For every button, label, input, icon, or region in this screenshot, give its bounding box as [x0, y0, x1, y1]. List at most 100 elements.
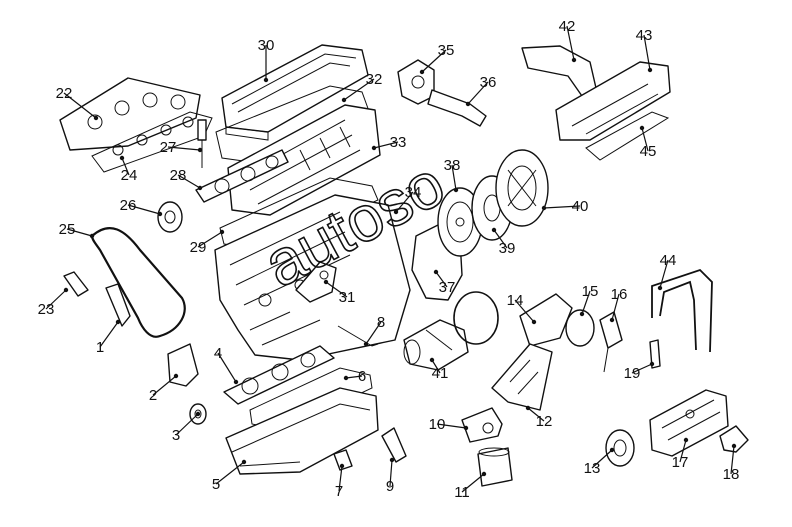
leader-line-36 — [467, 81, 489, 105]
leader-line-31 — [325, 281, 348, 298]
callout-6: 6 — [358, 368, 366, 385]
callout-32: 32 — [366, 71, 383, 88]
leader-dot-17 — [683, 437, 689, 443]
leader-dot-44 — [657, 285, 663, 291]
leader-dot-5 — [241, 459, 247, 465]
starter-motor — [403, 319, 469, 371]
leader-line-26 — [127, 204, 161, 215]
callout-22: 22 — [56, 85, 73, 102]
callout-8: 8 — [377, 314, 385, 331]
leader-dot-43 — [647, 67, 653, 73]
callout-35: 35 — [438, 42, 455, 59]
leader-line-15 — [581, 290, 591, 315]
injector-nozzle — [649, 339, 661, 369]
leader-dot-19 — [649, 361, 655, 367]
callout-4: 4 — [214, 345, 222, 362]
callout-44: 44 — [660, 252, 677, 269]
leader-dot-39 — [491, 227, 497, 233]
pulley — [605, 429, 635, 467]
leader-dot-16 — [609, 317, 615, 323]
leader-line-37 — [435, 271, 448, 288]
leader-line-22 — [63, 92, 97, 119]
leader-line-1 — [99, 321, 119, 348]
callout-31: 31 — [339, 289, 356, 306]
intake-manifold — [555, 61, 671, 141]
leader-dot-42 — [571, 57, 577, 63]
drain-bracket — [333, 449, 353, 471]
leader-dot-2 — [173, 373, 179, 379]
intake-pipe — [521, 45, 597, 97]
callout-15: 15 — [582, 283, 599, 300]
oil-pan — [225, 387, 379, 475]
leader-dot-27 — [197, 147, 203, 153]
leader-dot-40 — [541, 205, 547, 211]
seal-strip — [337, 325, 379, 347]
callout-30: 30 — [258, 37, 275, 54]
oil-pan-gasket — [249, 367, 373, 431]
leader-dot-4 — [233, 379, 239, 385]
leader-dot-14 — [531, 319, 537, 325]
timing-belt — [90, 226, 186, 338]
callout-18: 18 — [723, 466, 740, 483]
leader-dot-24 — [119, 155, 125, 161]
leader-line-10 — [436, 423, 467, 429]
leader-line-14 — [514, 299, 535, 323]
callout-leaders — [45, 25, 737, 493]
callout-42: 42 — [559, 18, 576, 35]
leader-line-11 — [461, 473, 485, 493]
callout-23: 23 — [38, 301, 55, 318]
leader-dot-22 — [93, 115, 99, 121]
callout-7: 7 — [335, 483, 343, 500]
callout-26: 26 — [120, 197, 137, 214]
leader-dot-13 — [609, 447, 615, 453]
leader-line-12 — [527, 407, 545, 422]
pressure-plate — [495, 149, 549, 227]
camshaft — [195, 149, 289, 203]
callout-38: 38 — [444, 157, 461, 174]
leader-dot-34 — [393, 209, 399, 215]
cylinder-head — [227, 104, 381, 216]
callout-16: 16 — [611, 286, 628, 303]
leader-line-29 — [197, 231, 223, 248]
callout-17: 17 — [672, 454, 689, 471]
leader-dot-35 — [419, 69, 425, 75]
leader-line-34 — [395, 191, 414, 213]
leader-dot-30 — [263, 77, 269, 83]
leader-line-25 — [66, 228, 93, 237]
manifold-gasket — [91, 111, 213, 173]
injection-lines — [651, 268, 713, 353]
callout-3: 3 — [172, 427, 180, 444]
oil-filter — [477, 447, 513, 487]
engine-parts — [59, 44, 749, 487]
filter-housing — [461, 407, 503, 443]
callout-14: 14 — [507, 292, 524, 309]
watermark-ring — [453, 291, 499, 345]
injection-pump — [649, 389, 729, 457]
callout-45: 45 — [640, 143, 657, 160]
callout-43: 43 — [636, 27, 653, 44]
leader-line-23 — [45, 289, 67, 310]
fuel-filter-bracket — [491, 343, 553, 411]
leader-dot-31 — [323, 279, 329, 285]
leader-dot-28 — [197, 185, 203, 191]
leader-line-38 — [451, 164, 457, 191]
fuel-filter-assembly — [519, 293, 623, 373]
leader-line-4 — [217, 352, 237, 383]
leader-dot-37 — [433, 269, 439, 275]
callout-27: 27 — [160, 139, 177, 156]
callout-1: 1 — [96, 339, 104, 356]
leader-line-9 — [389, 459, 393, 487]
leader-dot-1 — [115, 319, 121, 325]
leader-line-5 — [215, 461, 245, 485]
leader-dot-38 — [453, 187, 459, 193]
leader-line-28 — [177, 174, 201, 189]
mounting-bracket — [381, 427, 407, 463]
callout-12: 12 — [536, 413, 553, 430]
leader-line-2 — [152, 375, 177, 396]
callout-28: 28 — [170, 167, 187, 184]
leader-dot-8 — [363, 341, 369, 347]
leader-line-32 — [343, 78, 375, 101]
leader-line-33 — [373, 141, 399, 149]
leader-dot-11 — [481, 471, 487, 477]
leader-line-18 — [730, 445, 735, 475]
